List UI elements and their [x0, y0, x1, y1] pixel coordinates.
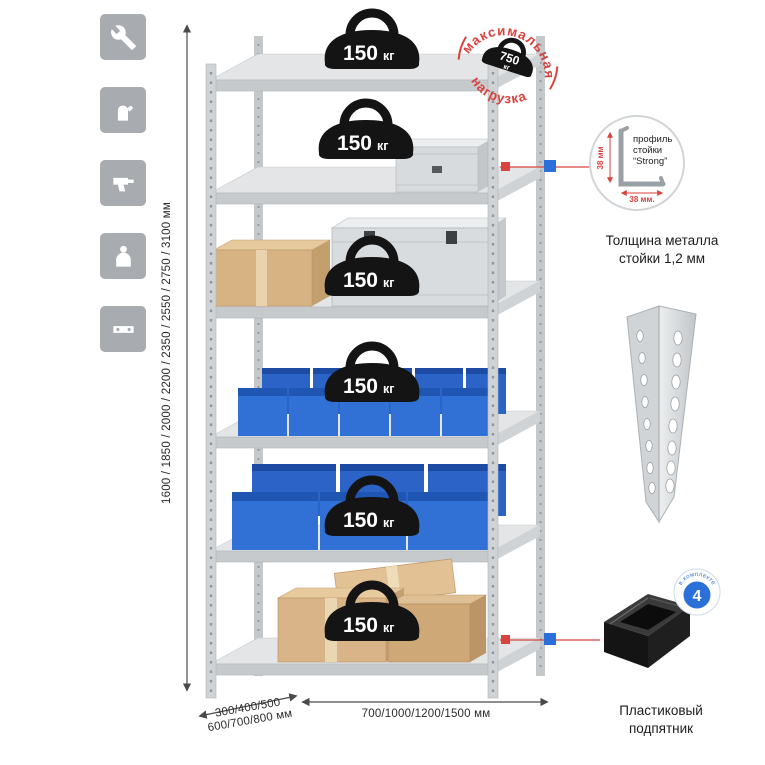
- drill-icon: [112, 177, 134, 191]
- weight-value: 150: [343, 614, 378, 637]
- foot-caption: Пластиковый подпятник: [586, 702, 736, 737]
- feature-tile-assembly: [100, 14, 146, 60]
- angle-profile-drawing: [618, 128, 666, 187]
- stamp-weight-value: 750: [498, 48, 522, 68]
- feature-tile-gloves: [100, 87, 146, 133]
- profile-label-line2: стойки: [633, 145, 662, 156]
- box-tape: [256, 250, 267, 306]
- weight-value: 150: [343, 375, 378, 398]
- weight-badge-6: 150 кг: [325, 585, 420, 641]
- case-latch: [446, 231, 457, 244]
- weight-badge-5: 150 кг: [325, 480, 420, 536]
- weight-unit: кг: [383, 276, 394, 290]
- profile-dim-vertical-label: 38 мм: [596, 146, 605, 169]
- callout-top: [500, 160, 590, 172]
- case-latch: [432, 166, 442, 173]
- weight-badge-3: 150 кг: [325, 240, 420, 296]
- profile-dim-horizontal-label: 38 мм.: [629, 195, 654, 204]
- cardboard-box-small: [212, 239, 332, 307]
- profile-caption: Толщина металла стойки 1,2 мм: [584, 232, 740, 267]
- profile-detail-circle: 38 мм 38 мм. профиль стойки “Strong”: [589, 115, 685, 211]
- upright-post-back-right: [536, 36, 545, 676]
- feature-tile-drill: [100, 160, 146, 206]
- shelving-rack: [205, 36, 545, 699]
- weight-value: 150: [337, 132, 372, 155]
- foot-caption-line2: подпятник: [628, 720, 694, 736]
- blue-marker-square: [544, 160, 556, 172]
- weight-unit: кг: [383, 621, 394, 635]
- upright-post-back-left: [254, 36, 263, 676]
- height-dimension-label: 1600 / 1850 / 2000 / 2200 / 2350 / 2550 …: [161, 15, 173, 691]
- included-count-badge: в комплекте 4: [673, 568, 721, 616]
- red-marker-square: [501, 635, 510, 644]
- weight-badge-2: 150 кг: [319, 103, 414, 159]
- foot-caption-line1: Пластиковый: [619, 703, 703, 718]
- weight-badge-4: 150 кг: [325, 346, 420, 402]
- person-icon: [115, 245, 131, 267]
- weight-value: 150: [343, 42, 378, 65]
- profile-caption-line2: стойки 1,2 мм: [618, 250, 706, 266]
- plastic-foot-image: [604, 594, 690, 668]
- badge-count-value: 4: [693, 588, 702, 605]
- weight-value: 150: [343, 269, 378, 292]
- feature-tile-person: [100, 233, 146, 279]
- weight-unit: кг: [383, 382, 394, 396]
- depth-dimension-line: [198, 693, 298, 719]
- stamp-weight-unit: кг: [502, 63, 510, 72]
- red-marker-square: [501, 162, 510, 171]
- width-dimension-label: 700/1000/1200/1500 мм: [303, 708, 549, 720]
- height-dimension-text: 1600 / 1850 / 2000 / 2200 / 2350 / 2550 …: [161, 202, 173, 504]
- profile-label-line3: “Strong”: [633, 156, 667, 167]
- feature-tile-level: [100, 306, 146, 352]
- weight-unit: кг: [377, 139, 388, 153]
- wrench-icon: [110, 24, 136, 50]
- weight-unit: кг: [383, 516, 394, 530]
- profile-caption-line1: Толщина металла: [605, 233, 719, 248]
- profile-label-line1: профиль: [633, 134, 672, 145]
- gloves-icon: [117, 104, 133, 121]
- upright-profile-image: [626, 305, 697, 524]
- stamp-arc-left: [457, 36, 467, 60]
- callout-bottom: [500, 633, 600, 645]
- blue-marker-square: [544, 633, 556, 645]
- weight-unit: кг: [383, 49, 394, 63]
- level-icon: [112, 325, 134, 333]
- stamp-arc-right: [549, 66, 559, 90]
- cardboard-box-right: [386, 594, 488, 663]
- weight-badge-1: 150 кг: [325, 13, 420, 69]
- weight-value: 150: [343, 509, 378, 532]
- upright-post-front-left: [205, 63, 217, 699]
- width-dimension-text: 700/1000/1200/1500 мм: [361, 708, 491, 720]
